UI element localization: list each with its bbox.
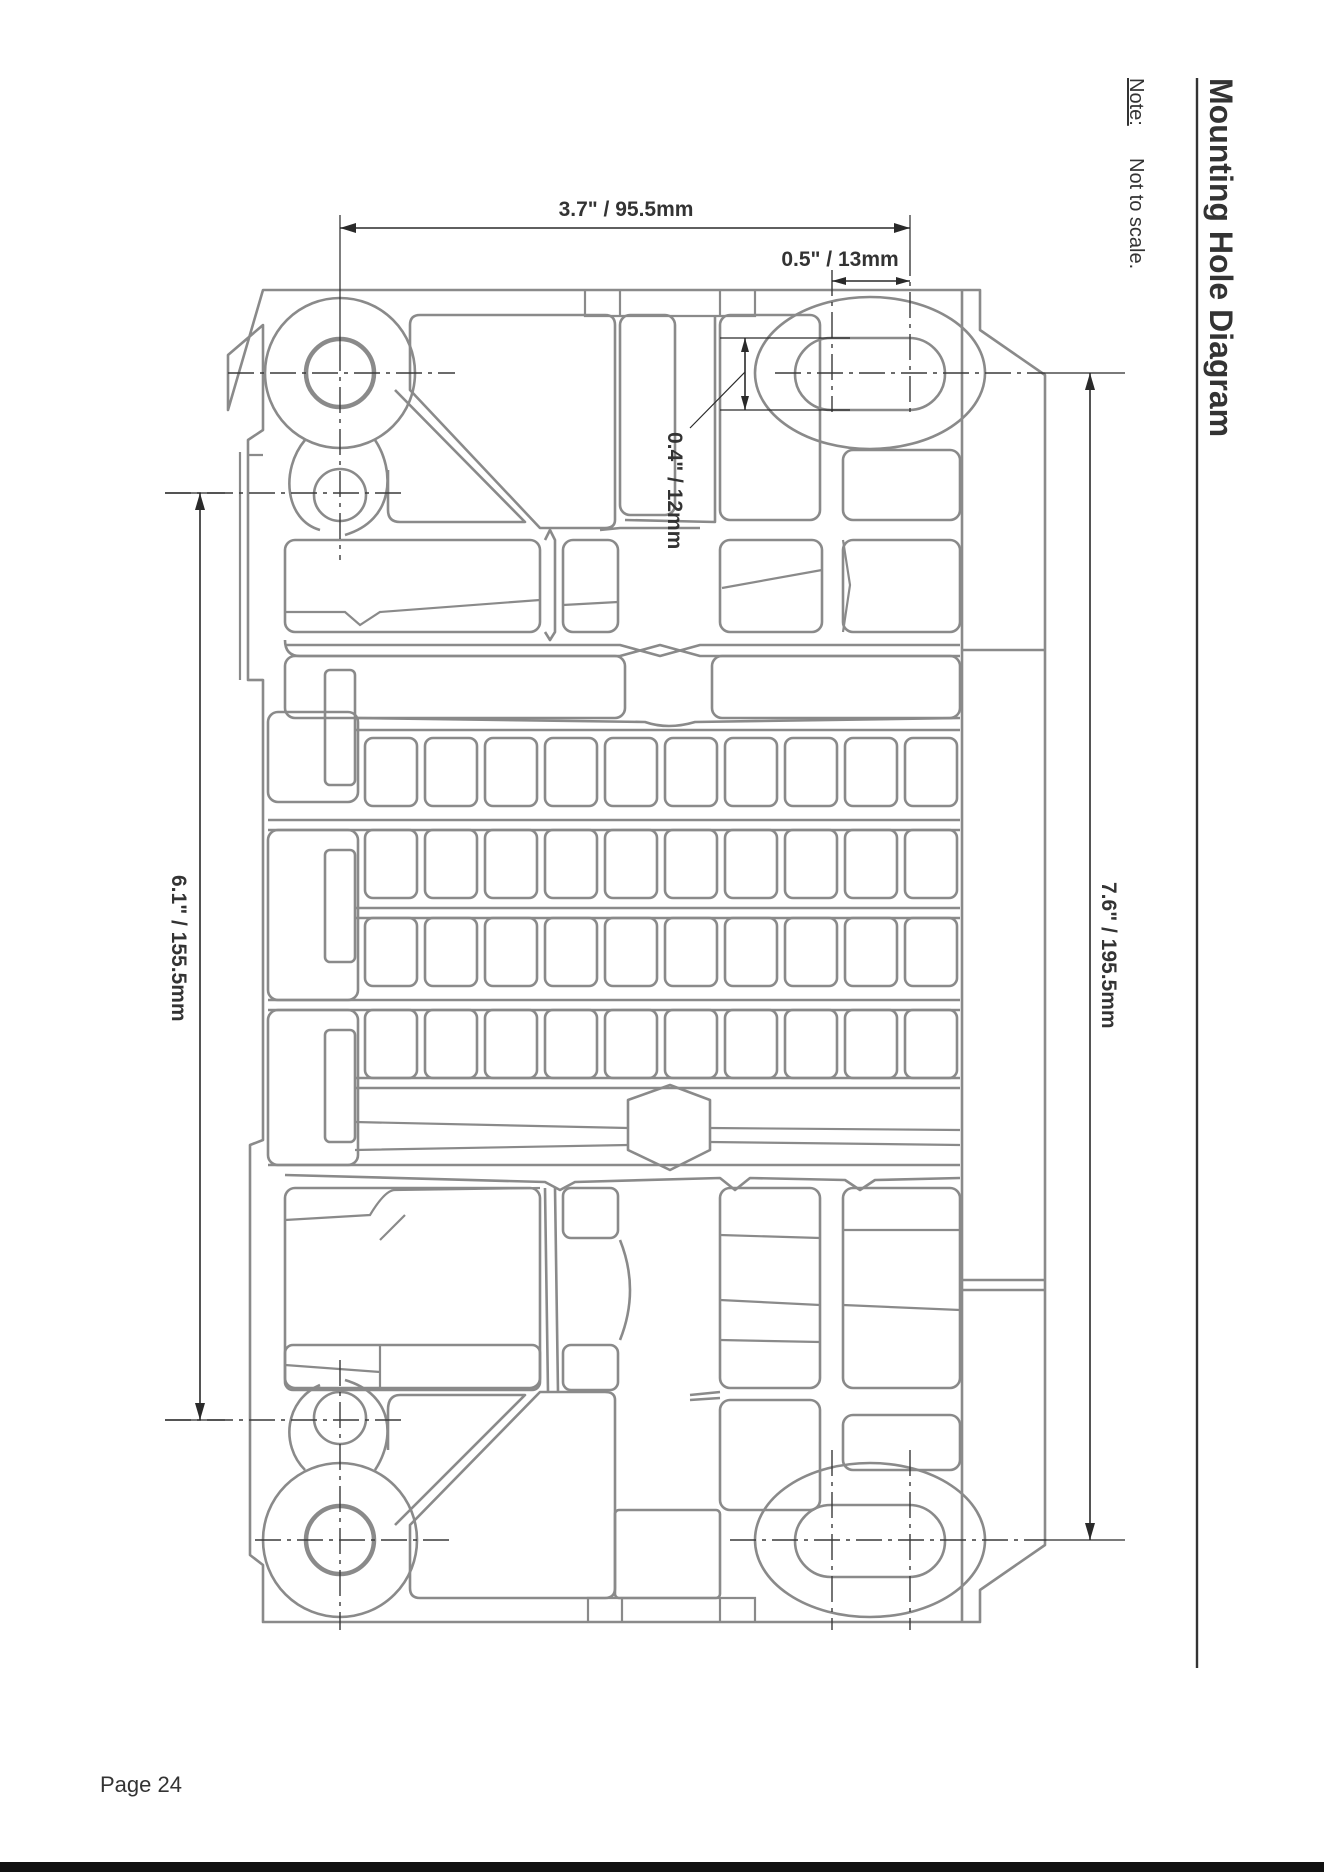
grid-cell: [485, 918, 537, 986]
grid-cell: [365, 918, 417, 986]
grid-cell: [905, 1010, 957, 1078]
dimension-slot-length: 0.5" / 13mm: [781, 248, 910, 285]
grid-cell: [545, 738, 597, 806]
page-title: Mounting Hole Diagram: [1203, 78, 1239, 437]
grid-cell: [425, 918, 477, 986]
dimension-label: 0.5" / 13mm: [781, 248, 898, 271]
grid-cell: [545, 830, 597, 898]
dimension-label: 6.1" / 155.5mm: [167, 875, 190, 1022]
dimension-label: 3.7" / 95.5mm: [559, 198, 694, 221]
grid-cell: [605, 918, 657, 986]
grid-cell: [785, 918, 837, 986]
grid-cell: [785, 1010, 837, 1078]
grid-cell: [605, 1010, 657, 1078]
bottom-bar: [0, 1862, 1324, 1872]
grid-cell: [425, 830, 477, 898]
grid-cell: [905, 738, 957, 806]
dimension-label: 0.4" / 12mm: [663, 432, 686, 549]
grid-cell: [845, 738, 897, 806]
grid-cell: [665, 738, 717, 806]
part-outline: [228, 290, 1045, 1622]
grid-cell: [545, 1010, 597, 1078]
note-text: Not to scale.: [1125, 158, 1147, 269]
dimension-label: 7.6" / 195.5mm: [1097, 882, 1120, 1029]
grid-cell: [845, 918, 897, 986]
grid-cell: [425, 1010, 477, 1078]
page-number: Page 24: [100, 1772, 182, 1798]
dimension-hole-spacing-vertical-right: 7.6" / 195.5mm: [1045, 373, 1125, 1540]
dimension-hole-spacing-vertical-left: 6.1" / 155.5mm: [165, 493, 225, 1420]
grid-cell: [905, 918, 957, 986]
grid-cell: [365, 1010, 417, 1078]
grid-cell: [365, 830, 417, 898]
grid-cell: [785, 738, 837, 806]
dimension-slot-width: 0.4" / 12mm: [663, 338, 850, 549]
grid-cell: [365, 738, 417, 806]
body-outline: [228, 290, 1045, 1622]
grid-cell: [485, 830, 537, 898]
grid-cell: [905, 830, 957, 898]
grid-cell: [425, 738, 477, 806]
grid-cell: [845, 1010, 897, 1078]
note: Note: Not to scale.: [1125, 78, 1147, 269]
grid-cell: [785, 830, 837, 898]
note-label: Note:: [1125, 78, 1147, 126]
grid-cell: [845, 830, 897, 898]
grid-cell: [725, 738, 777, 806]
grid-cell: [605, 830, 657, 898]
dimension-hole-spacing-horizontal: 3.7" / 95.5mm: [340, 198, 910, 345]
grid-cell: [725, 1010, 777, 1078]
grid-cell: [545, 918, 597, 986]
grid-cell: [725, 918, 777, 986]
grid-cell: [485, 1010, 537, 1078]
grid-cell: [725, 830, 777, 898]
grid-cell: [605, 738, 657, 806]
grid-cell: [665, 1010, 717, 1078]
grid-cell: [485, 738, 537, 806]
grid-cell: [665, 830, 717, 898]
grid-cell: [665, 918, 717, 986]
